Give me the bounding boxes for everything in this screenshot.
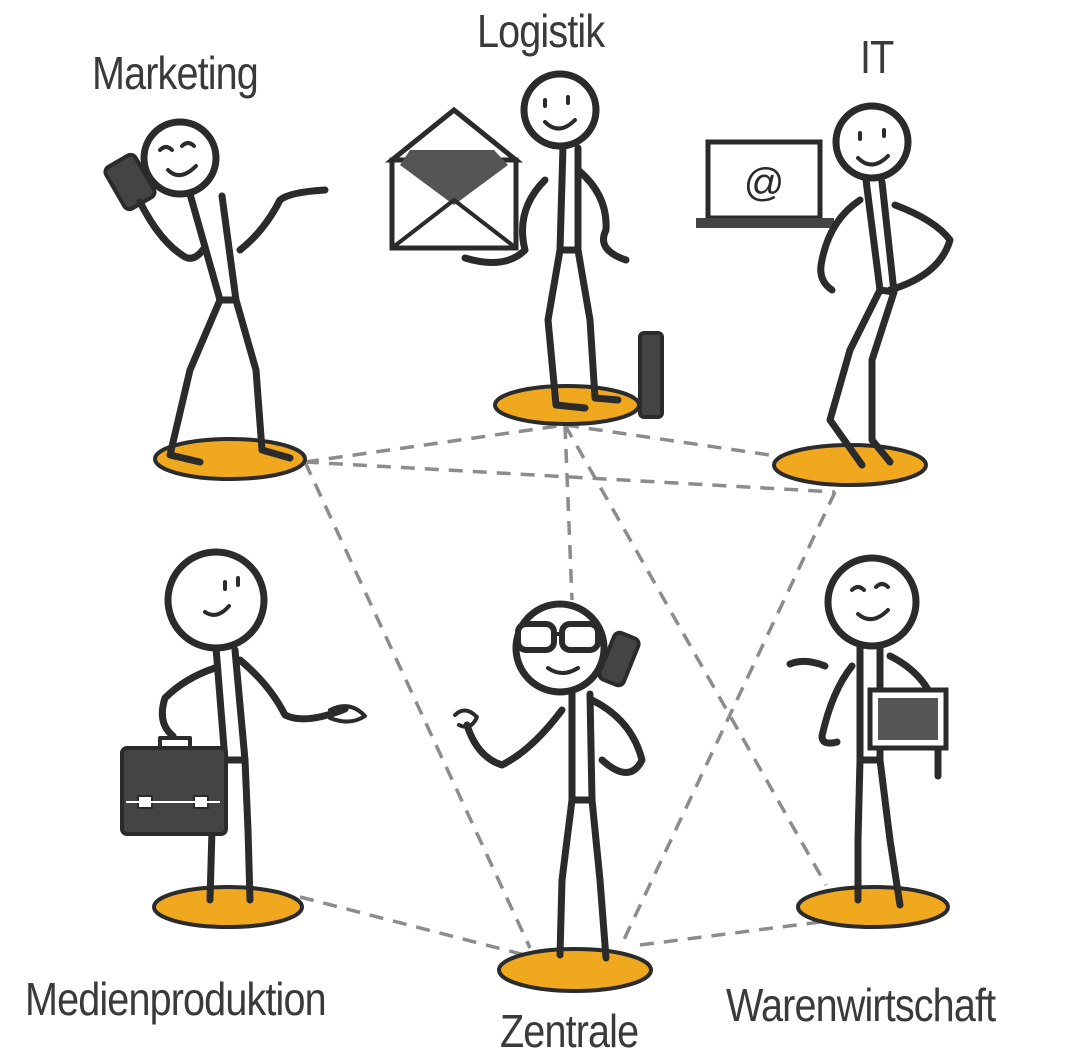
laptop-screen-text: @ <box>744 161 785 205</box>
label-warenwirtschaft: Warenwirtschaft <box>726 979 996 1031</box>
connector-marketing-zentrale <box>303 461 532 949</box>
tablet-icon <box>867 687 949 751</box>
connector-it-zentrale <box>618 491 837 949</box>
figure-logistik <box>384 70 664 419</box>
figure-zentrale <box>453 600 646 962</box>
head-marketing <box>140 118 220 198</box>
connector-marketing-it <box>304 460 836 494</box>
envelope-icon <box>384 106 524 251</box>
label-it: IT <box>860 31 894 83</box>
connector-marketing-logistik <box>304 423 566 464</box>
phone-icon-zentrale <box>597 630 641 688</box>
platform-warenwirtschaft <box>796 885 950 929</box>
platform-zentrale <box>497 947 653 993</box>
connector-logistik-warenwirtschaft <box>563 424 828 886</box>
connector-medienproduktion-zentrale <box>299 895 526 957</box>
connector-logistik-it <box>564 423 791 460</box>
connectors <box>299 423 837 957</box>
thermos-icon <box>638 331 664 419</box>
figure-it: @ <box>696 102 954 469</box>
label-zentrale: Zentrale <box>500 1005 639 1057</box>
connector-logistik-zentrale <box>563 424 574 601</box>
label-medienproduktion: Medienproduktion <box>25 973 327 1025</box>
label-logistik: Logistik <box>477 5 605 57</box>
head-warenwirtschaft <box>824 554 920 650</box>
head-logistik <box>520 70 600 150</box>
connector-zentrale-warenwirtschaft <box>639 920 821 947</box>
figure-warenwirtschaft <box>786 554 949 909</box>
laptop-icon: @ <box>696 139 834 228</box>
head-it <box>832 102 912 182</box>
briefcase-icon <box>120 736 228 836</box>
figure-medienproduktion <box>120 548 367 904</box>
glasses-icon <box>515 621 601 653</box>
platform-medienproduktion <box>152 885 304 929</box>
head-medienproduktion <box>164 548 268 652</box>
figure-marketing <box>103 118 329 466</box>
label-marketing: Marketing <box>92 47 259 99</box>
